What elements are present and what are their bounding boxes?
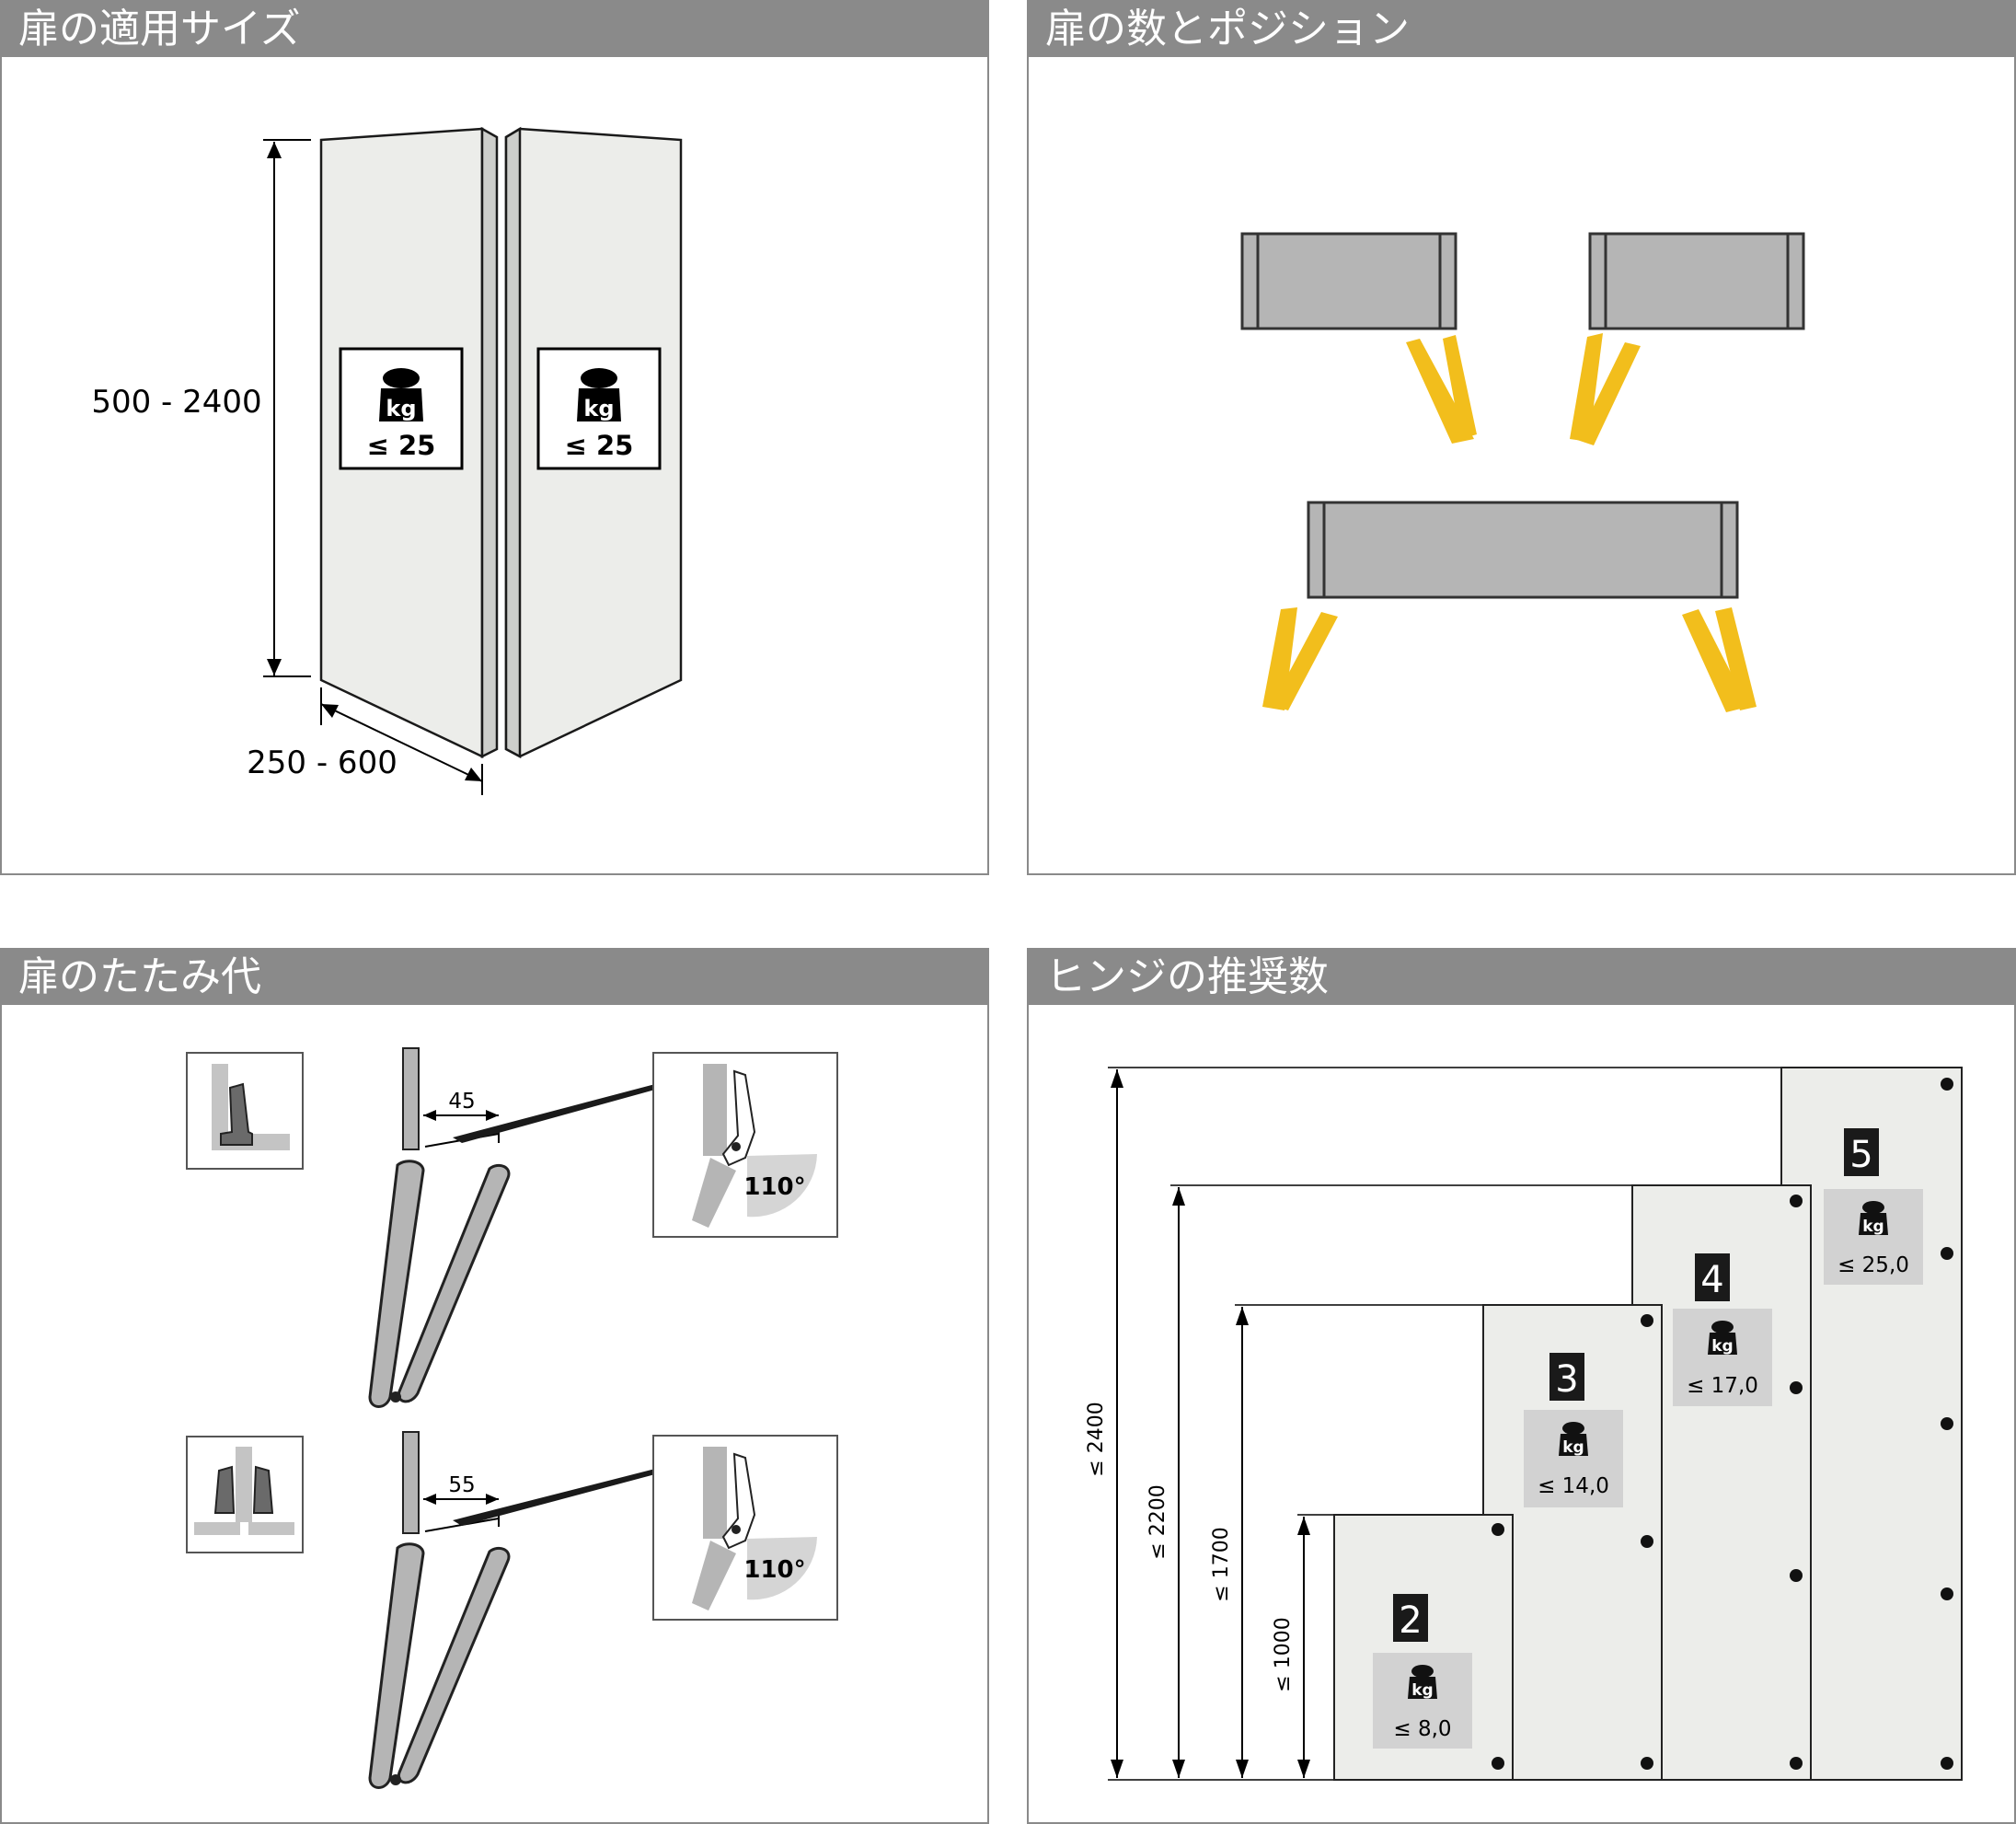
- height-label-1000: ≤ 1000: [1272, 1617, 1295, 1691]
- door-leaf: [1262, 607, 1297, 710]
- hinge-count-title: ヒンジの推奨数: [1029, 950, 2014, 1005]
- cabinet-right-hinged: [1588, 232, 1805, 330]
- door-leaf: [1443, 335, 1477, 439]
- weight-label: ≤ 25,0: [1837, 1253, 1909, 1277]
- hinge-count-badge: [1393, 1594, 1428, 1642]
- hinge-count-number: 3: [1555, 1358, 1578, 1401]
- door-position-diagram: [1240, 232, 1805, 712]
- door-size-panel: 扉の適用サイズ 500 - 2400 kg ≤ 25 kg ≤ 25: [0, 0, 989, 875]
- hinge-count-number: 4: [1700, 1259, 1723, 1301]
- height-arrow-1000: ≤ 1000: [1272, 1517, 1310, 1778]
- height-label-1700: ≤ 1700: [1210, 1527, 1233, 1601]
- zoom-pointer: [453, 1469, 655, 1526]
- height-arrow-2400: ≤ 2400: [1085, 1069, 1123, 1778]
- width-range-label: 250 - 600: [247, 745, 397, 781]
- weight-label: ≤ 14,0: [1538, 1474, 1609, 1498]
- right-weight-box: kg ≤ 25: [536, 347, 662, 470]
- door-2-hinges: 2 kg ≤ 8,0: [1333, 1514, 1514, 1781]
- hinge-count-diagram: ≤ 2400 ≤ 2200 ≤ 1700 ≤ 1000 5: [1085, 1067, 1963, 1781]
- kg-icon: kg: [1562, 1438, 1584, 1457]
- zoom-pointer: [453, 1084, 655, 1143]
- hinge-count-number: 2: [1399, 1599, 1422, 1642]
- hinge-count-panel: ヒンジの推奨数 ≤ 2400 ≤ 2200 ≤ 1700 ≤ 1000: [1027, 948, 2016, 1824]
- kg-icon: kg: [386, 396, 416, 421]
- angle-label: 110°: [743, 1173, 805, 1201]
- cabinet-double-door: [1307, 501, 1739, 599]
- hinge-count-number: 5: [1849, 1134, 1872, 1176]
- height-arrow-2200: ≤ 2200: [1146, 1187, 1185, 1778]
- door-leaf: [1715, 607, 1757, 710]
- folding-dimension-top: 45: [448, 1090, 475, 1114]
- hinge-count-badge: [1695, 1253, 1730, 1301]
- width-dimension-line: [320, 703, 483, 782]
- height-range-label: 500 - 2400: [91, 384, 261, 421]
- height-label-2200: ≤ 2200: [1146, 1484, 1169, 1559]
- left-door-edge: [480, 126, 499, 759]
- hinge-thumbnail-bottom: [186, 1436, 304, 1553]
- height-arrow-1700: ≤ 1700: [1210, 1307, 1249, 1778]
- folding-space-diagram: 45 110° 55: [186, 1047, 838, 1789]
- hinge-detail-bottom: 110°: [652, 1435, 838, 1621]
- weight-label: ≤ 8,0: [1393, 1717, 1451, 1741]
- hinge-thumbnail-top: [186, 1052, 304, 1170]
- door-edge: [402, 1047, 420, 1150]
- angle-label: 110°: [743, 1556, 805, 1584]
- folding-space-title: 扉のたたみ代: [2, 950, 987, 1005]
- door-leaf: [1272, 612, 1338, 710]
- hinge-detail-top: 110°: [652, 1052, 838, 1238]
- weight-limit-label: ≤ 25: [367, 430, 436, 461]
- door-leaf: [1577, 342, 1641, 445]
- kg-icon: kg: [1411, 1681, 1433, 1700]
- folded-door: [368, 1542, 425, 1789]
- height-arrow-bottom: [267, 659, 282, 675]
- kg-icon: kg: [1711, 1337, 1733, 1356]
- cabinet-left-hinged: [1240, 232, 1457, 330]
- weight-label: ≤ 17,0: [1687, 1374, 1758, 1398]
- height-label-2400: ≤ 2400: [1085, 1402, 1108, 1476]
- right-door-edge: [504, 126, 522, 759]
- folding-dimension-bottom: 55: [448, 1473, 475, 1497]
- door-size-diagram: 500 - 2400 kg ≤ 25 kg ≤ 25 250 - 600: [91, 126, 683, 795]
- hinge-count-badge: [1549, 1353, 1584, 1401]
- door-leaf: [1682, 609, 1748, 712]
- kg-icon: kg: [583, 396, 614, 421]
- door-position-title: 扉の数とポジション: [1029, 2, 2014, 57]
- door-leaf: [1570, 333, 1603, 442]
- kg-icon: kg: [1862, 1218, 1884, 1236]
- height-arrow-top: [267, 142, 282, 158]
- door-leaf: [1406, 339, 1474, 444]
- folding-space-panel: 扉のたたみ代 45 110°: [0, 948, 989, 1824]
- weight-limit-label: ≤ 25: [565, 430, 634, 461]
- door-position-panel: 扉の数とポジション: [1027, 0, 2016, 875]
- left-weight-box: kg ≤ 25: [339, 347, 464, 470]
- hinge-count-badge: [1844, 1128, 1879, 1176]
- door-size-title: 扉の適用サイズ: [2, 2, 987, 57]
- door-edge: [402, 1431, 420, 1534]
